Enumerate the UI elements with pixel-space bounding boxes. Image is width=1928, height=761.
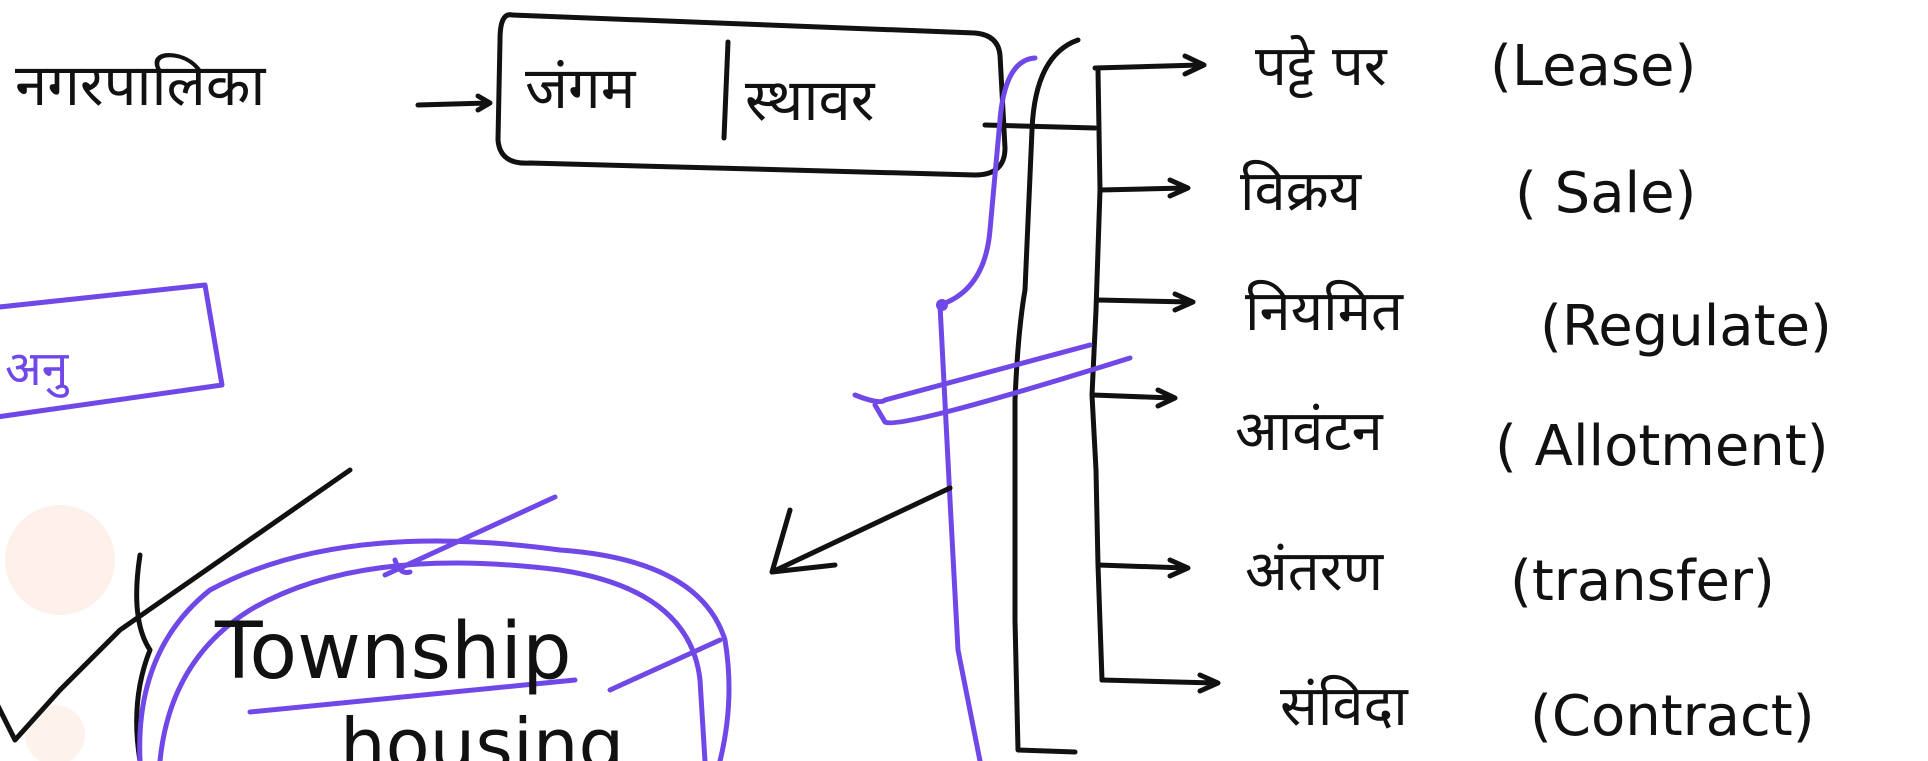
- branch-en: (Contract): [1530, 684, 1815, 749]
- branch-arrow: [1097, 177, 1191, 199]
- circle-outer: [137, 538, 732, 761]
- note-box-label: अनु: [5, 341, 70, 398]
- branch-en: ( Sale): [1515, 161, 1696, 226]
- branch-en: (transfer): [1510, 549, 1775, 614]
- branch-list: पट्टे पर (Lease) विक्रय ( Sale) नियमित (…: [1235, 34, 1832, 749]
- property-type-box: [495, 12, 1008, 178]
- faint-blob: [25, 705, 85, 761]
- branch-hi: संविदा: [1280, 674, 1409, 739]
- branch-arrow: [1099, 672, 1221, 694]
- branch-arrow: [1095, 557, 1191, 579]
- housing-label: housing: [340, 703, 624, 761]
- branch-hi: विक्रय: [1240, 159, 1363, 224]
- box-left-label: जंगम: [525, 54, 637, 122]
- purple-underline: [247, 677, 578, 715]
- branch-arrow: [1092, 53, 1207, 77]
- source-arrow: [415, 93, 493, 113]
- purple-dot: [936, 299, 948, 311]
- branch-en: ( Allotment): [1495, 414, 1829, 479]
- box-connector: [982, 122, 1098, 131]
- branch-arrow: [1095, 291, 1196, 313]
- purple-underline-short: [607, 637, 723, 693]
- purple-strike: [382, 494, 558, 578]
- box-divider: [721, 39, 731, 141]
- branch-hi: अंतरण: [1245, 539, 1385, 604]
- box-right-label: स्थावर: [745, 66, 876, 134]
- branch-en: (Regulate): [1540, 294, 1832, 359]
- faint-blob: [5, 505, 115, 615]
- curly-brace: [134, 552, 153, 761]
- branch-arrow: [1090, 387, 1178, 409]
- source-label: नगरपालिका: [15, 51, 266, 119]
- purple-cross-stroke: [852, 342, 1133, 426]
- branch-hi: पट्टे पर: [1255, 34, 1388, 99]
- note-box: [0, 282, 225, 420]
- branch-bracket: [1089, 67, 1105, 683]
- outer-bracket: [1012, 37, 1081, 755]
- township-label: Township: [214, 607, 572, 697]
- branch-en: (Lease): [1490, 34, 1696, 99]
- pointer-arrow: [769, 485, 953, 575]
- branch-hi: नियमित: [1245, 279, 1404, 344]
- checkmark: [0, 467, 353, 743]
- branch-hi: आवंटन: [1235, 399, 1384, 464]
